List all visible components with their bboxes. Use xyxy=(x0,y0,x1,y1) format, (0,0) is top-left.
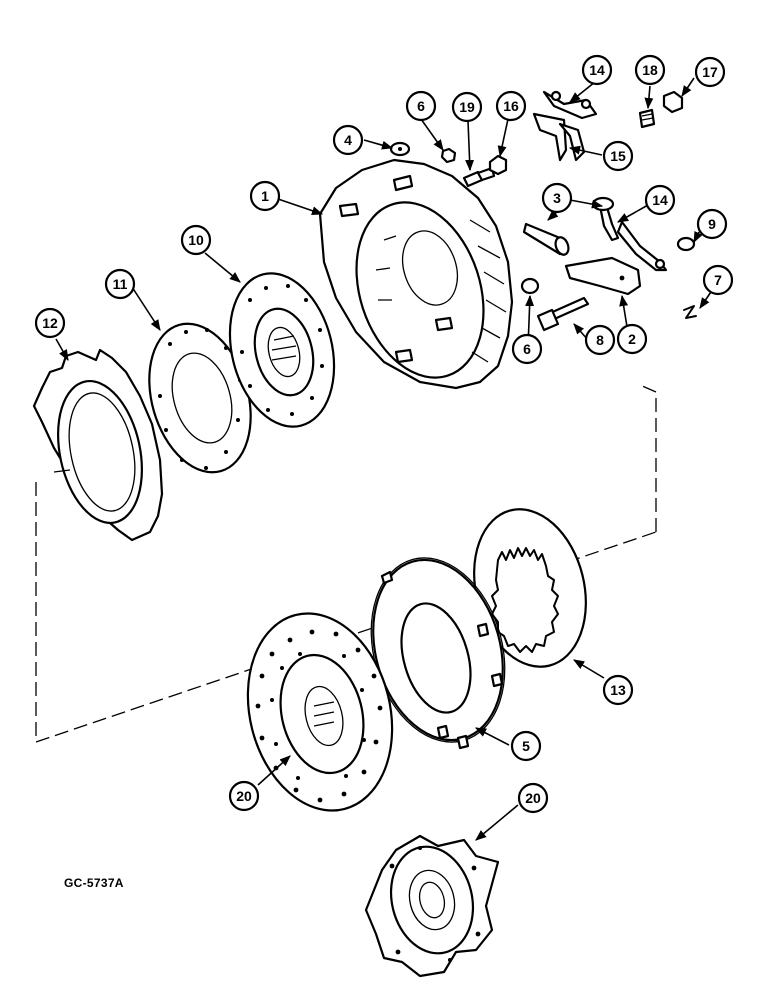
part-15-bracket xyxy=(532,112,586,162)
callout-17: 17 xyxy=(694,56,726,88)
callout-1: 1 xyxy=(249,180,281,212)
part-9-washer xyxy=(676,236,696,252)
callout-16: 16 xyxy=(495,90,527,122)
callout-5: 5 xyxy=(510,730,542,762)
part-13-toothed-plate xyxy=(473,508,587,668)
part-20-paddle-disc xyxy=(364,834,500,978)
part-7-clip xyxy=(683,305,697,319)
svg-text:4: 4 xyxy=(344,132,352,148)
callout-11: 11 xyxy=(104,268,136,300)
callout-3: 3 xyxy=(541,182,573,214)
callout-6-lower: 6 xyxy=(511,333,543,365)
svg-text:6: 6 xyxy=(523,341,531,357)
callout-14-upper: 14 xyxy=(581,54,613,86)
callout-4: 4 xyxy=(332,124,364,156)
callout-18: 18 xyxy=(634,54,666,86)
part-6-nut-lower xyxy=(520,277,540,295)
svg-text:10: 10 xyxy=(188,232,204,248)
part-14-spring-clip-lower xyxy=(616,220,668,272)
part-2-lever xyxy=(564,256,642,296)
svg-text:15: 15 xyxy=(610,148,626,164)
svg-text:20: 20 xyxy=(236,788,252,804)
callout-10: 10 xyxy=(180,224,212,256)
part-5-pressure-ring xyxy=(370,557,506,750)
svg-text:20: 20 xyxy=(525,790,541,806)
callout-7: 7 xyxy=(702,264,734,296)
callout-14-lower: 14 xyxy=(644,184,676,216)
svg-text:18: 18 xyxy=(642,62,658,78)
svg-text:2: 2 xyxy=(628,331,636,347)
svg-text:17: 17 xyxy=(702,64,718,80)
part-10-friction-disc xyxy=(228,272,336,428)
part-1-clutch-cover xyxy=(318,158,514,390)
part-18-stud xyxy=(638,108,656,129)
svg-text:14: 14 xyxy=(589,62,605,78)
callout-8: 8 xyxy=(584,324,616,356)
svg-text:14: 14 xyxy=(652,192,668,208)
callout-19: 19 xyxy=(451,91,483,123)
callout-9: 9 xyxy=(696,208,728,240)
part-3-pins xyxy=(522,196,620,256)
svg-text:5: 5 xyxy=(522,738,530,754)
part-16-nut xyxy=(488,154,508,176)
drawing-code-label: GC-5737A xyxy=(64,876,124,890)
svg-text:7: 7 xyxy=(714,272,722,288)
callout-13: 13 xyxy=(602,674,634,706)
callout-12: 12 xyxy=(34,307,66,339)
callout-15: 15 xyxy=(602,140,634,172)
svg-text:6: 6 xyxy=(417,98,425,114)
callout-20-lower: 20 xyxy=(517,782,549,814)
part-6-nut-upper xyxy=(440,147,457,164)
callout-6-upper: 6 xyxy=(405,90,437,122)
svg-text:9: 9 xyxy=(708,216,716,232)
part-8-bolt xyxy=(536,296,590,332)
svg-text:3: 3 xyxy=(553,190,561,206)
svg-text:1: 1 xyxy=(261,188,269,204)
part-11-plain-disc xyxy=(148,322,252,474)
svg-text:13: 13 xyxy=(610,682,626,698)
svg-text:16: 16 xyxy=(503,98,519,114)
svg-text:8: 8 xyxy=(596,332,604,348)
callout-20-upper: 20 xyxy=(228,780,260,812)
part-17-nut xyxy=(662,90,684,114)
svg-text:11: 11 xyxy=(113,276,128,292)
part-12-pressure-plate xyxy=(32,348,164,542)
svg-text:12: 12 xyxy=(42,315,58,331)
part-14-spring-clip-upper xyxy=(542,90,598,120)
callout-2: 2 xyxy=(616,323,648,355)
part-4-washer xyxy=(389,141,411,157)
svg-text:19: 19 xyxy=(459,99,475,115)
